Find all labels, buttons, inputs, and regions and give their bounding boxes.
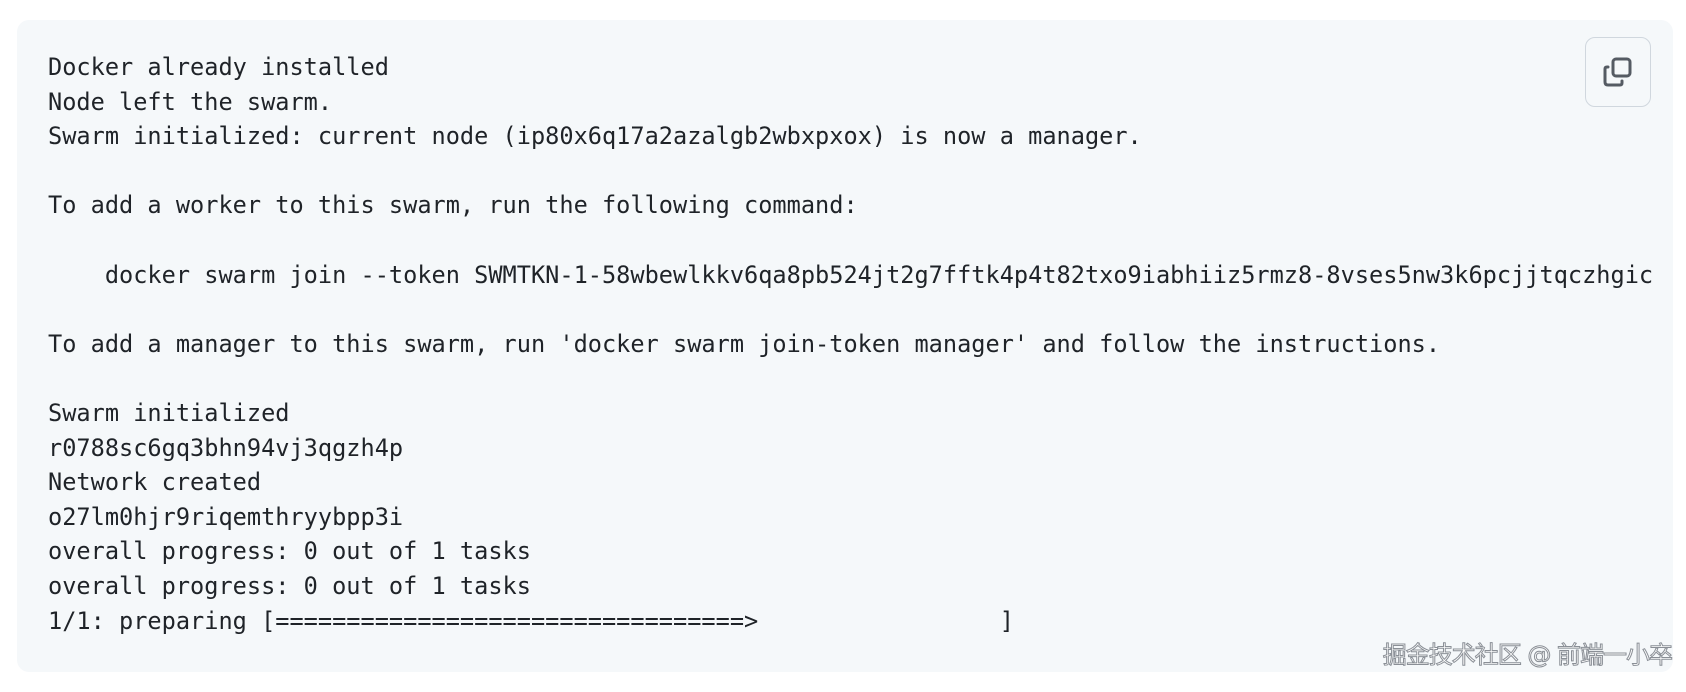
- output-line: To add a worker to this swarm, run the f…: [48, 191, 858, 220]
- output-line: o27lm0hjr9riqemthryybpp3i: [48, 502, 404, 531]
- copy-icon: [1603, 57, 1632, 87]
- join-command-line: docker swarm join --token SWMTKN-1-58wbe…: [48, 260, 1654, 289]
- output-line: [48, 223, 1653, 258]
- watermark: 掘金技术社区 @ 前端一小卒: [1382, 641, 1673, 670]
- output-line: [48, 292, 1653, 327]
- output-line: overall progress: 0 out of 1 tasks: [48, 537, 531, 566]
- copy-button[interactable]: [1585, 37, 1651, 107]
- output-line: [48, 361, 1653, 396]
- output-line: To add a manager to this swarm, run 'doc…: [48, 329, 1441, 358]
- output-line: Swarm initialized: [48, 398, 290, 427]
- output-line: Docker already installed: [48, 53, 389, 81]
- progress-line: 1/1: preparing [========================…: [48, 606, 1014, 635]
- output-line: Network created: [48, 468, 262, 497]
- output-line: overall progress: 0 out of 1 tasks: [48, 571, 531, 600]
- output-line: r0788sc6gq3bhn94vj3qgzh4p: [48, 433, 404, 462]
- output-line: [48, 154, 1653, 189]
- output-line: Node left the swarm.: [48, 87, 333, 116]
- output-line: Swarm initialized: current node (ip80x6q…: [48, 122, 1142, 151]
